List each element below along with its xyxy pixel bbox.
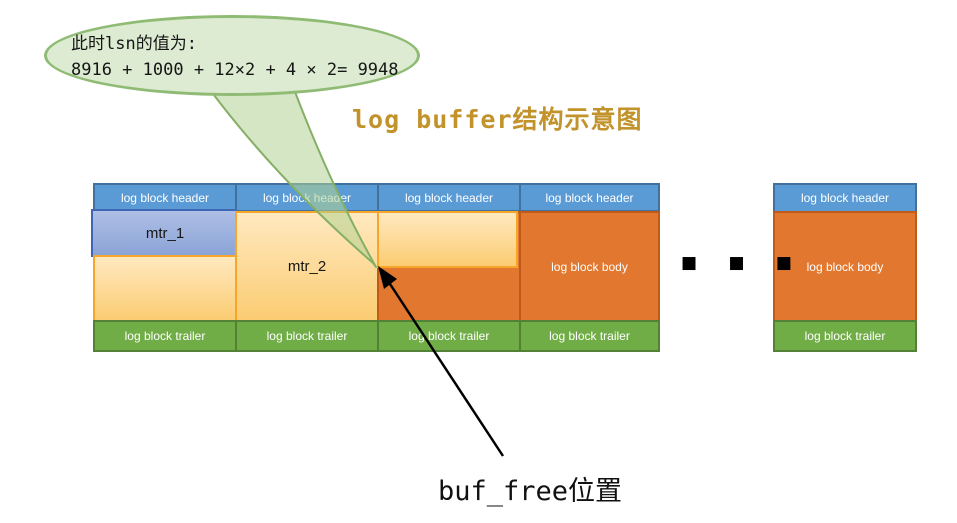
log-block-1-body-mtr2-part: [93, 255, 237, 322]
ellipsis-dots: ■ ■ ■: [681, 253, 805, 273]
buf-free-label: buf_free位置: [438, 476, 623, 507]
mtr-2-box: mtr_2: [235, 211, 379, 322]
diagram-title: log buffer结构示意图: [352, 105, 643, 134]
log-block-last-body: log block body: [773, 211, 917, 322]
log-block-3-trailer: log block trailer: [377, 320, 521, 352]
log-block-3-mtr2-part: [377, 211, 518, 268]
lsn-callout-line1: 此时lsn的值为:: [71, 34, 197, 54]
lsn-callout-bubble: 此时lsn的值为: 8916 + 1000 + 12×2 + 4 × 2= 99…: [44, 15, 420, 96]
log-block-last-trailer: log block trailer: [773, 320, 917, 352]
log-block-1-header: log block header: [93, 183, 237, 212]
lsn-callout-text: 此时lsn的值为: 8916 + 1000 + 12×2 + 4 × 2= 99…: [71, 31, 399, 83]
log-block-4-body: log block body: [519, 211, 660, 322]
log-block-3-header: log block header: [377, 183, 521, 212]
lsn-callout-line2: 8916 + 1000 + 12×2 + 4 × 2= 9948: [71, 60, 399, 80]
mtr-1-box: mtr_1: [91, 209, 239, 257]
log-block-last-header: log block header: [773, 183, 917, 213]
log-block-2-header: log block header: [235, 183, 379, 212]
log-block-4-trailer: log block trailer: [519, 320, 660, 352]
log-block-1-trailer: log block trailer: [93, 320, 237, 352]
log-block-2-trailer: log block trailer: [235, 320, 379, 352]
log-block-4-header: log block header: [519, 183, 660, 212]
